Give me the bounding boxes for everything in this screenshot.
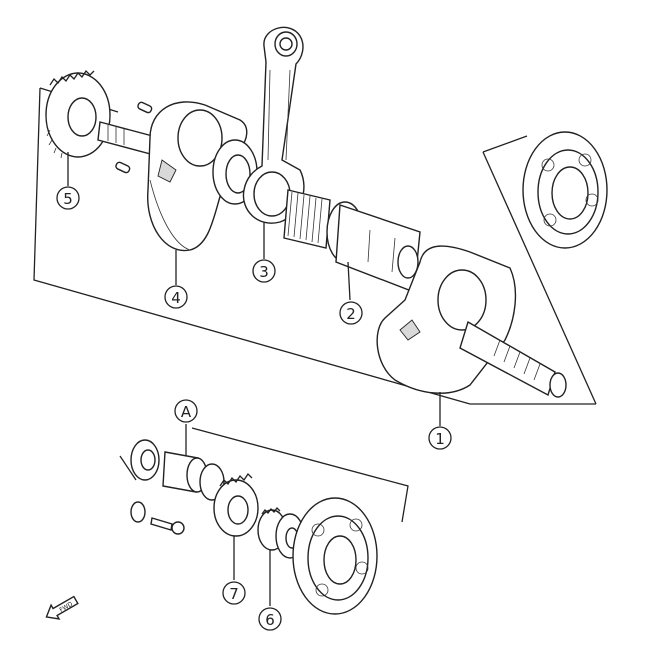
bushing-part-A (130, 439, 225, 501)
gear-part-7 (213, 472, 259, 537)
callout-3-label: 3 (259, 263, 269, 281)
timing-gear-part-5 (45, 69, 111, 159)
fwd-arrow-icon: FWD (45, 595, 79, 620)
woodruff-keys (115, 101, 153, 174)
callout-5-label: 5 (63, 190, 73, 208)
needle-bearing (283, 189, 331, 249)
callout-6-label: 6 (265, 611, 275, 629)
lower-assembly-frame (119, 427, 409, 523)
callout-4-label: 4 (171, 289, 181, 307)
left-main-bearing (292, 497, 378, 615)
callout-1-label: 1 (435, 430, 445, 448)
callout-3: 3 (252, 259, 276, 283)
callout-2: 2 (339, 301, 363, 325)
gear-part-6 (257, 507, 305, 559)
callout-5: 5 (56, 186, 80, 210)
left-crank-web-part-4 (147, 101, 248, 252)
connecting-rod-part-3 (242, 26, 305, 224)
callout-7-label: 7 (229, 585, 239, 603)
right-crank-web-part-1 (376, 245, 567, 398)
callout-1: 1 (428, 426, 452, 450)
right-main-bearing (522, 131, 608, 249)
callout-A: A (174, 399, 198, 423)
callout-4: 4 (164, 285, 188, 309)
leader-lines (67, 152, 441, 606)
callout-6: 6 (258, 607, 282, 631)
callout-2-label: 2 (346, 305, 356, 323)
clip-and-screw (130, 501, 185, 535)
callout-A-label: A (181, 403, 192, 421)
crank-pin-part-2 (326, 201, 421, 293)
callout-7: 7 (222, 581, 246, 605)
